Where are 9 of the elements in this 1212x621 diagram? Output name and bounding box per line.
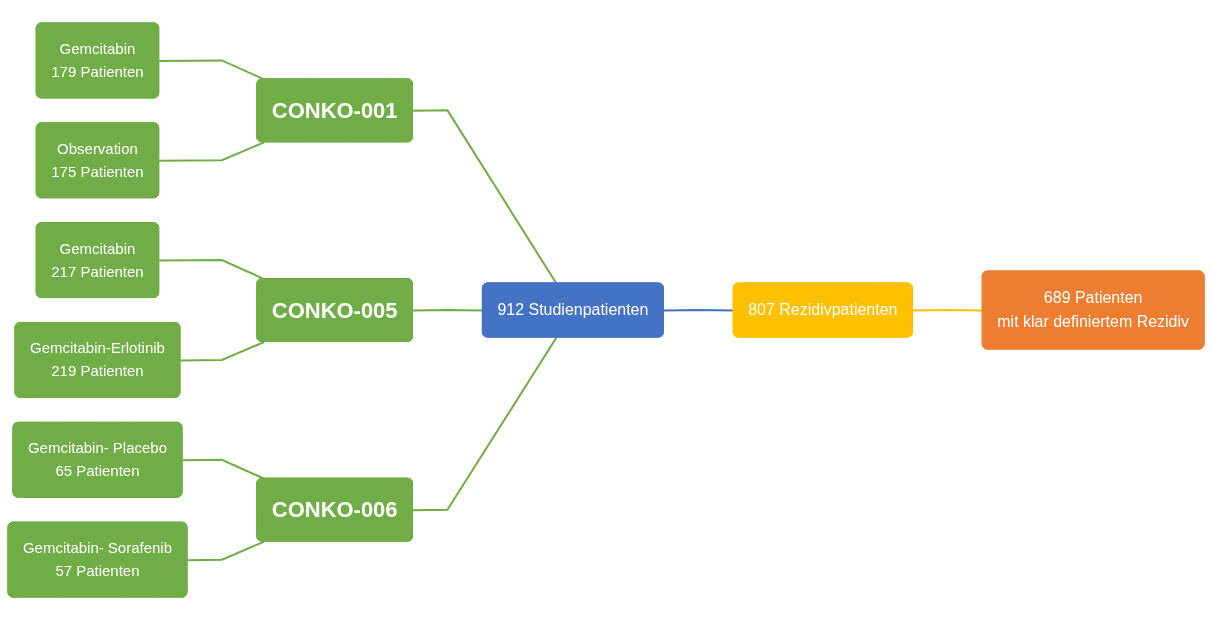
connector bbox=[911, 309, 984, 312]
connector bbox=[179, 341, 266, 362]
connector bbox=[158, 141, 266, 163]
connector bbox=[181, 459, 266, 481]
connector bbox=[412, 336, 558, 512]
connector bbox=[186, 541, 266, 562]
connector bbox=[412, 309, 484, 312]
connector bbox=[662, 309, 735, 312]
connector bbox=[158, 259, 266, 281]
